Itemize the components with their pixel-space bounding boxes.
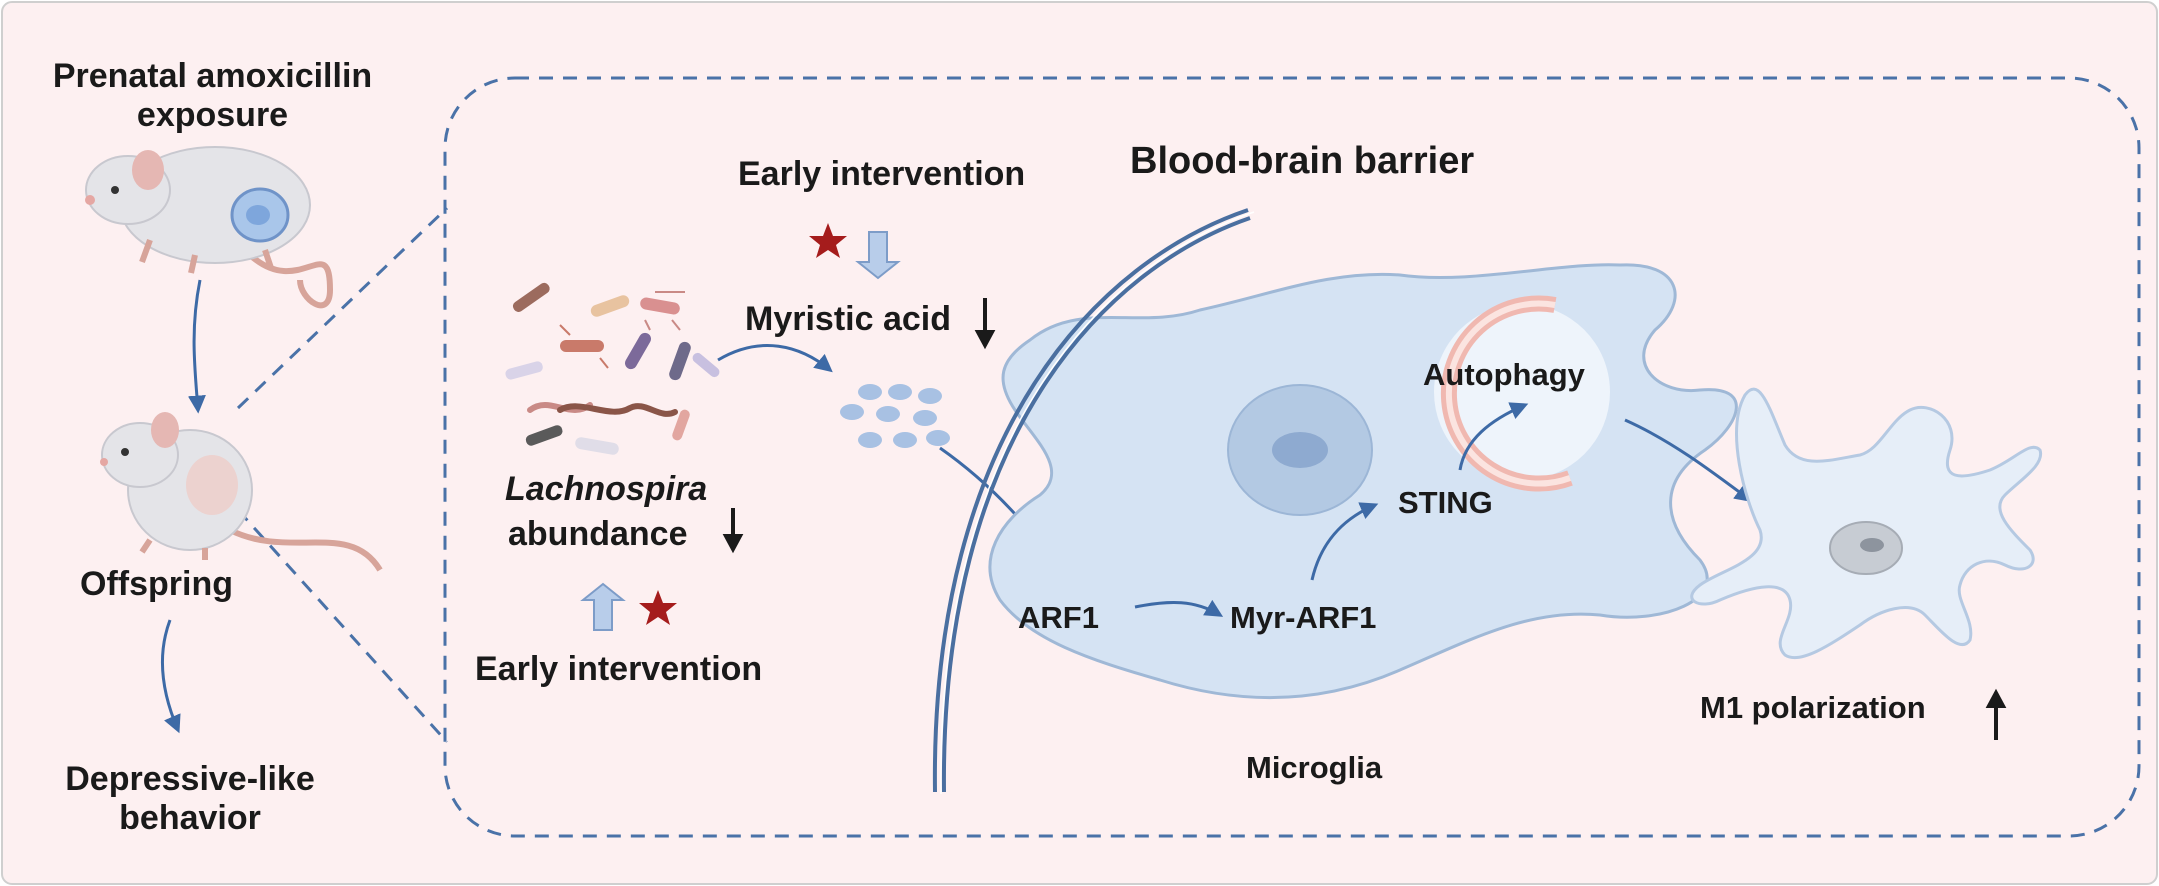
blood-brain-barrier-label: Blood-brain barrier bbox=[1130, 140, 1475, 182]
arrow-offspring-to-behavior bbox=[160, 619, 181, 734]
intervention-arrow-up bbox=[580, 582, 626, 631]
myristic-acid-label: Myristic acid bbox=[745, 300, 951, 338]
fatty-acid-dots-icon bbox=[840, 384, 950, 448]
early-intervention-top-label: Early intervention bbox=[738, 155, 1026, 193]
depressive-line-1: Depressive-like bbox=[65, 760, 315, 798]
zoom-line-bottom bbox=[236, 508, 449, 744]
arrow-bacteria-to-myristic bbox=[717, 344, 833, 373]
sting-label: STING bbox=[1398, 485, 1493, 520]
prenatal-line-1: Prenatal amoxicillin bbox=[52, 57, 373, 95]
prenatal-exposure-label: Prenatal amoxicillin exposure bbox=[45, 57, 380, 135]
bacteria-cluster-icon bbox=[505, 282, 720, 455]
early-intervention-bottom-label: Early intervention bbox=[475, 650, 763, 688]
m1-polarization-label: M1 polarization bbox=[1700, 690, 1926, 725]
arrow-autophagy-to-m1 bbox=[1624, 418, 1753, 503]
myr-arf1-label: Myr-ARF1 bbox=[1230, 600, 1377, 635]
autophagy-label: Autophagy bbox=[1423, 357, 1585, 392]
mouse-pregnant-icon bbox=[85, 146, 334, 309]
depressive-behavior-label: Depressive-like behavior bbox=[45, 760, 335, 838]
lachnospira-label: Lachnospira bbox=[505, 470, 708, 508]
star-icon bbox=[809, 223, 847, 258]
zoom-line-top bbox=[236, 206, 449, 410]
depressive-line-2: behavior bbox=[119, 799, 261, 838]
abundance-label: abundance bbox=[508, 515, 688, 553]
blood-brain-barrier-icon bbox=[932, 208, 1255, 795]
star-icon bbox=[639, 590, 677, 625]
arf1-label: ARF1 bbox=[1018, 600, 1099, 635]
m1-nucleolus bbox=[1860, 538, 1884, 552]
arrow-mouse-to-offspring bbox=[187, 279, 206, 414]
arrow-arf1-to-myrarf1 bbox=[1134, 599, 1224, 617]
nucleolus bbox=[1272, 432, 1328, 468]
arrow-sting-to-autophagy bbox=[1458, 402, 1529, 471]
arrow-myrarf1-to-sting bbox=[1310, 502, 1379, 581]
zoom-dashed-box bbox=[443, 76, 2141, 838]
microglia-label: Microglia bbox=[1246, 750, 1383, 785]
prenatal-line-2: exposure bbox=[136, 96, 289, 135]
offspring-label: Offspring bbox=[80, 565, 233, 603]
mouse-offspring-icon bbox=[100, 412, 383, 572]
intervention-arrow-down bbox=[855, 231, 901, 280]
